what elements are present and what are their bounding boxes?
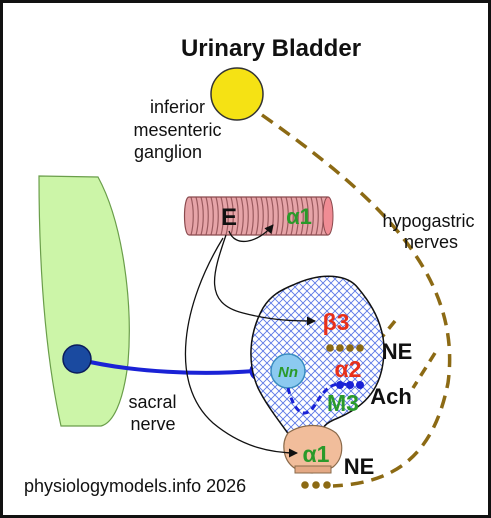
hypogastric-label-line1: hypogastric (382, 211, 474, 231)
ganglion-label-line2: mesenteric (133, 120, 221, 140)
inferior-mesenteric-ganglion (210, 67, 264, 121)
sacral-label: sacral nerve (128, 392, 181, 434)
hypogastric-nerve (260, 113, 452, 488)
nicotinic-receptor-label: Nn (278, 364, 298, 381)
ne-release-dots-lower (301, 481, 331, 489)
sacral-label-line1: sacral (128, 392, 176, 412)
m3-receptor: M3 (327, 390, 359, 416)
arrow-to-vessel-alpha1 (228, 224, 274, 243)
ganglion-label: inferior mesenteric ganglion (133, 97, 226, 162)
sacral-nerve (76, 357, 256, 375)
ganglion-label-line1: inferior (150, 97, 205, 117)
arrow-to-neck-alpha1 (184, 237, 298, 458)
postganglionic-fiber (286, 382, 349, 415)
sacral-label-line2: nerve (130, 414, 175, 434)
ne-label-lower: NE (344, 454, 375, 479)
hypogastric-branch-upper (371, 319, 397, 350)
ne-release-dots-upper (326, 344, 364, 352)
epinephrine-label: E (221, 204, 237, 231)
blood-vessel (183, 196, 334, 236)
ne-label-upper: NE (382, 339, 413, 364)
hypogastric-label: hypogastric nerves (382, 211, 479, 252)
neck-alpha1-receptor: α1 (303, 441, 330, 467)
bladder-neck (283, 424, 343, 474)
spinal-cord (38, 175, 130, 427)
page-title: Urinary Bladder (181, 35, 361, 62)
bladder-body (250, 275, 385, 436)
sacral-nerve-cell-body (62, 344, 92, 374)
beta3-receptor: β3 (323, 309, 350, 335)
alpha2-receptor: α2 (335, 356, 362, 382)
bladder-neck-outlet (294, 465, 332, 474)
hypogastric-branch-lower (411, 352, 437, 389)
arrow-to-beta3 (213, 234, 316, 326)
footer-credit: physiologymodels.info 2026 (24, 476, 246, 496)
hypogastric-label-line2: nerves (404, 232, 458, 252)
vessel-alpha1-receptor: α1 (286, 204, 312, 229)
ganglion-label-line3: ganglion (134, 142, 202, 162)
ach-label: Ach (370, 384, 412, 409)
ach-release-dots (336, 381, 364, 389)
